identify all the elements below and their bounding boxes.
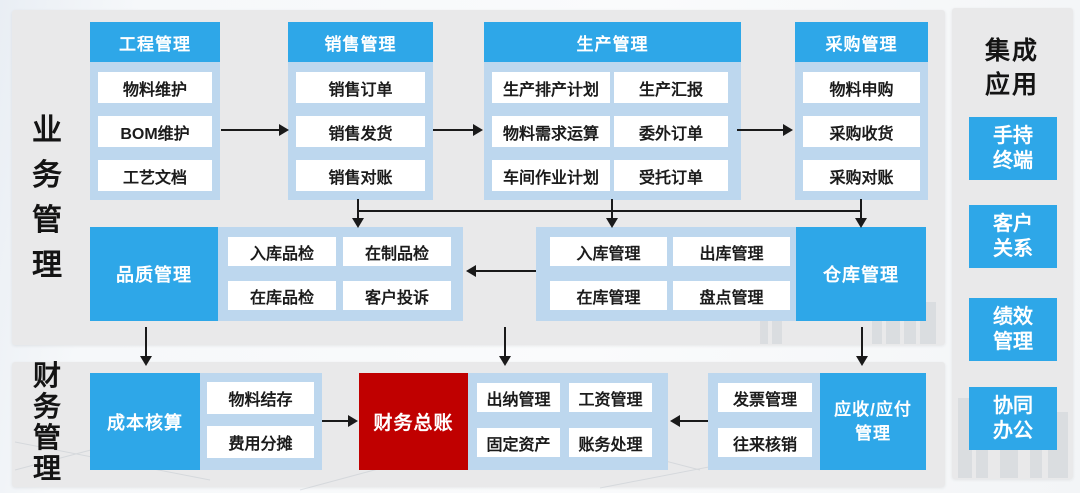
connector-stub-production <box>611 199 613 211</box>
item-stocktaking-management: 盘点管理 <box>673 281 790 310</box>
item-fixed-assets: 固定资产 <box>477 428 560 457</box>
item-incoming-inspection: 入库品检 <box>228 237 336 266</box>
connector-stub-sales <box>357 199 359 211</box>
app-customer-relationship-label: 客户关系 <box>993 212 1033 260</box>
item-in-stock-inspection: 在库品检 <box>228 281 336 310</box>
arrow-warehouse-to-quality <box>476 270 536 272</box>
item-in-process-inspection: 在制品检 <box>343 237 451 266</box>
item-production-scheduling-plan: 生产排产计划 <box>492 72 610 103</box>
arrow-head <box>856 356 868 366</box>
item-workshop-operation-plan: 车间作业计划 <box>492 160 610 191</box>
item-material-requisition: 物料申购 <box>803 72 920 103</box>
arrow-head <box>855 218 867 228</box>
item-bom-maintenance: BOM维护 <box>98 116 212 147</box>
item-purchase-reconciliation: 采购对账 <box>803 160 920 191</box>
arrow-quality-to-cost <box>145 327 147 357</box>
app-collaborative-office-label: 协同办公 <box>993 394 1033 442</box>
item-material-requirement-planning: 物料需求运算 <box>492 116 610 147</box>
item-stock-management: 在库管理 <box>550 281 667 310</box>
connector-stub-procurement <box>860 199 862 211</box>
arrow-middle-to-ledger <box>504 327 506 357</box>
arrow-warehouse-to-receivable <box>861 327 863 357</box>
arrow-head <box>499 356 511 366</box>
app-customer-relationship: 客户关系 <box>969 205 1057 268</box>
app-performance-management-label: 绩效管理 <box>993 305 1033 353</box>
quality-management-box: 品质管理 <box>90 227 218 321</box>
item-material-maintenance: 物料维护 <box>98 72 212 103</box>
arrow-receivable-to-ledger <box>680 420 708 422</box>
item-sales-order: 销售订单 <box>296 72 425 103</box>
arrow-head <box>348 415 358 427</box>
item-current-account-writeoff: 往来核销 <box>718 428 812 457</box>
arrow-head <box>466 265 476 277</box>
item-accounting-processing: 账务处理 <box>569 428 652 457</box>
app-handheld-terminal-label: 手持终端 <box>993 124 1033 172</box>
app-collaborative-office: 协同办公 <box>969 387 1057 450</box>
cost-accounting-box: 成本核算 <box>90 373 200 470</box>
arrow-head <box>473 124 483 136</box>
arrow-down-to-warehouse <box>860 210 862 219</box>
arrow-down-to-quality <box>357 210 359 219</box>
arrow-head <box>279 124 289 136</box>
warehouse-management-box: 仓库管理 <box>796 227 926 321</box>
arrow-engineering-to-sales <box>221 129 279 131</box>
item-sales-reconciliation: 销售对账 <box>296 160 425 191</box>
item-expense-allocation: 费用分摊 <box>207 426 314 458</box>
item-outsourcing-order: 委外订单 <box>614 116 728 147</box>
engineering-management-header: 工程管理 <box>90 22 220 62</box>
arrow-cost-to-ledger <box>322 420 348 422</box>
item-consignment-order: 受托订单 <box>614 160 728 191</box>
arrow-sales-to-production <box>433 129 473 131</box>
business-section-label: 业务管理 <box>32 114 62 282</box>
connector-horizontal-line <box>357 210 862 212</box>
item-outbound-management: 出库管理 <box>673 237 790 266</box>
app-handheld-terminal: 手持终端 <box>969 117 1057 180</box>
item-inbound-management: 入库管理 <box>550 237 667 266</box>
item-sales-delivery: 销售发货 <box>296 116 425 147</box>
general-ledger-box: 财务总账 <box>359 373 468 470</box>
item-cashier-management: 出纳管理 <box>477 383 560 412</box>
item-purchase-receipt: 采购收货 <box>803 116 920 147</box>
arrow-production-to-procurement <box>737 129 783 131</box>
item-production-report: 生产汇报 <box>614 72 728 103</box>
arrow-head <box>140 356 152 366</box>
item-material-balance: 物料结存 <box>207 382 314 414</box>
sales-management-header: 销售管理 <box>288 22 433 62</box>
arrow-head <box>670 415 680 427</box>
app-performance-management: 绩效管理 <box>969 298 1057 361</box>
arrow-down-to-warehouse-items <box>611 210 613 219</box>
ar-ap-management-label: 应收/应付管理 <box>834 399 912 443</box>
item-invoice-management: 发票管理 <box>718 383 812 412</box>
integration-title: 集成应用 <box>984 37 1039 99</box>
procurement-management-header: 采购管理 <box>795 22 928 62</box>
ar-ap-management-box: 应收/应付管理 <box>820 373 926 470</box>
arrow-head <box>352 218 364 228</box>
finance-section-label: 财务管理 <box>32 360 61 484</box>
production-management-header: 生产管理 <box>484 22 741 62</box>
item-customer-complaint: 客户投诉 <box>343 281 451 310</box>
arrow-head <box>606 218 618 228</box>
item-process-documents: 工艺文档 <box>98 160 212 191</box>
item-payroll-management: 工资管理 <box>569 383 652 412</box>
arrow-head <box>783 124 793 136</box>
